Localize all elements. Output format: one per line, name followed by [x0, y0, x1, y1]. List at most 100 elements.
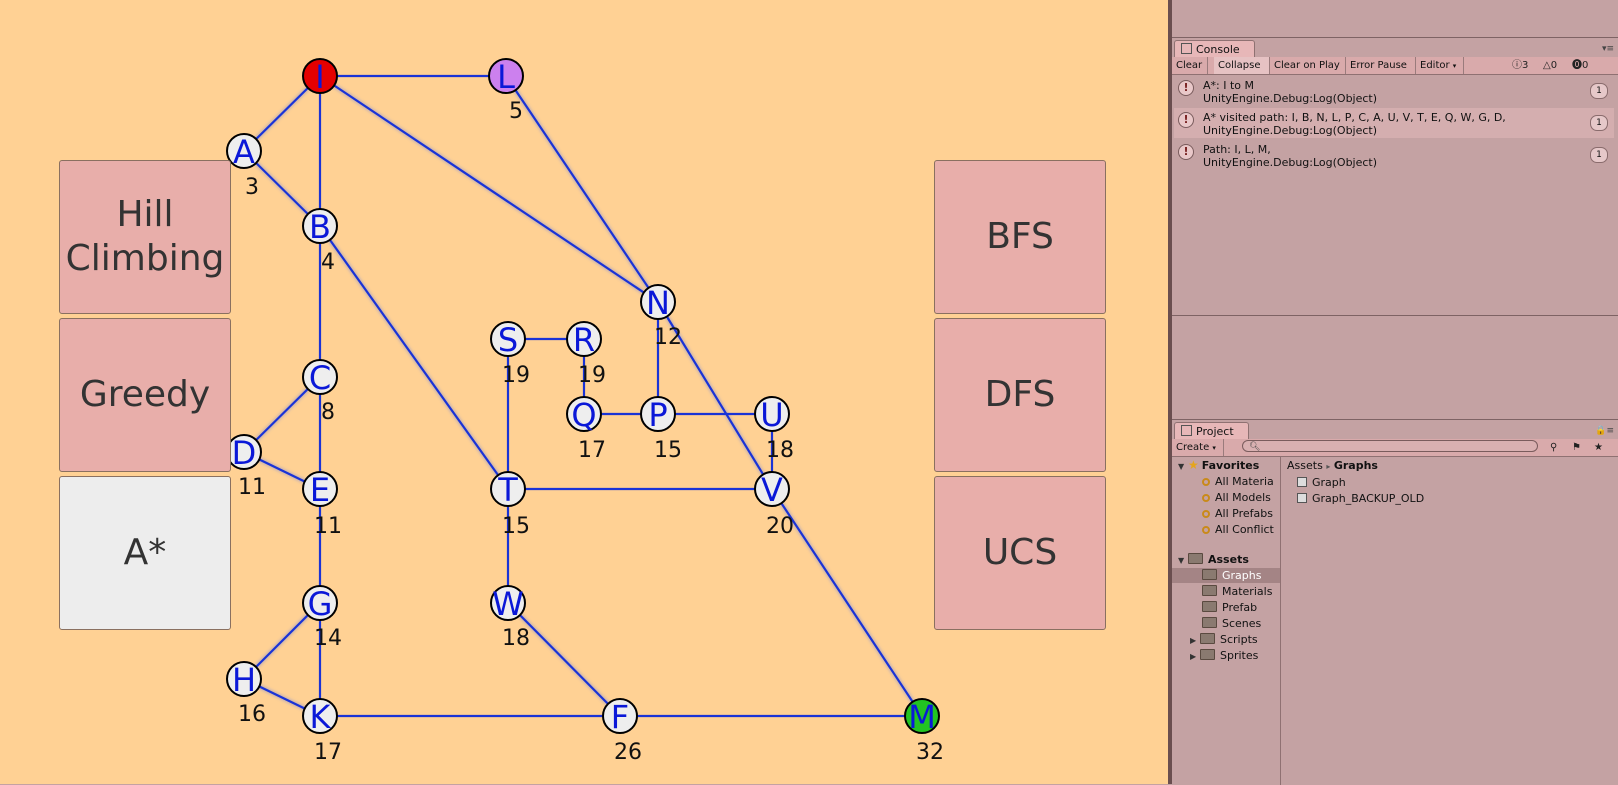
node-V[interactable]: V	[754, 471, 790, 507]
node-P[interactable]: P	[640, 396, 676, 432]
filter-label-icon[interactable]: ⚑	[1572, 442, 1581, 453]
warning-count-toggle[interactable]: △0	[1543, 57, 1557, 74]
node-cost-T: 15	[502, 514, 530, 539]
console-panel: Console ▾≡ Clear Collapse Clear on Play …	[1172, 37, 1618, 315]
console-tab-label: Console	[1196, 43, 1240, 56]
node-D[interactable]: D	[226, 434, 262, 470]
node-label: K	[309, 697, 331, 736]
create-label: Create	[1176, 442, 1210, 453]
node-cost-K: 17	[314, 740, 342, 765]
ucs-button[interactable]: UCS	[934, 476, 1106, 630]
error-count-toggle[interactable]: ⓿0	[1572, 57, 1588, 74]
scene-file-icon	[1297, 477, 1307, 487]
node-T[interactable]: T	[490, 471, 526, 507]
node-B[interactable]: B	[302, 208, 338, 244]
node-S[interactable]: S	[490, 321, 526, 357]
asset-item[interactable]: Graph	[1297, 475, 1346, 490]
node-cost-C: 8	[321, 400, 335, 425]
node-Q[interactable]: Q	[566, 396, 602, 432]
collapse-arrow-icon: ▶	[1190, 636, 1197, 645]
clear-on-play-button[interactable]: Clear on Play	[1270, 57, 1346, 74]
node-label: T	[498, 470, 518, 509]
editor-divider[interactable]	[1168, 0, 1172, 784]
node-label: I	[315, 57, 325, 96]
node-H[interactable]: H	[226, 661, 262, 697]
tree-folder-sprites[interactable]: ▶Sprites	[1190, 648, 1258, 664]
search-filter-icon	[1202, 494, 1210, 502]
pane-menu-icon[interactable]: ▾≡	[1601, 44, 1614, 54]
node-N[interactable]: N	[640, 284, 676, 320]
scene-file-icon	[1297, 493, 1307, 503]
breadcrumb-root[interactable]: Assets	[1287, 459, 1323, 472]
node-label: W	[492, 584, 524, 623]
log-count-toggle[interactable]: ⓘ3	[1512, 57, 1528, 74]
bfs-button[interactable]: BFS	[934, 160, 1106, 314]
project-tree: ▼★Favorites All Materia All Models All P…	[1172, 457, 1281, 785]
node-G[interactable]: G	[302, 585, 338, 621]
lock-icon[interactable]: 🔒≡	[1595, 426, 1614, 436]
editor-dropdown[interactable]: Editor ▾	[1416, 57, 1464, 74]
tree-folder-prefab[interactable]: Prefab	[1202, 600, 1257, 615]
node-L[interactable]: L	[488, 58, 524, 94]
warning-icon: △	[1543, 60, 1551, 71]
log-icon: !	[1178, 112, 1194, 128]
node-cost-G: 14	[314, 626, 342, 651]
collapse-button[interactable]: Collapse	[1214, 57, 1270, 74]
breadcrumb-current[interactable]: Graphs	[1333, 459, 1378, 472]
search-input[interactable]: 🔍︎	[1242, 440, 1538, 452]
asset-item[interactable]: Graph_BACKUP_OLD	[1297, 491, 1424, 506]
greedy-button[interactable]: Greedy	[59, 318, 231, 472]
tree-favorite-item[interactable]: All Conflict	[1202, 522, 1274, 537]
tree-favorite-item[interactable]: All Models	[1202, 490, 1271, 505]
folder-icon	[1188, 553, 1203, 564]
console-row[interactable]: ! A* visited path: I, B, N, L, P, C, A, …	[1174, 108, 1614, 138]
tree-folder-scenes[interactable]: Scenes	[1202, 616, 1261, 631]
edge-L-N	[504, 74, 660, 304]
node-W[interactable]: W	[490, 585, 526, 621]
node-cost-W: 18	[502, 626, 530, 651]
clear-button[interactable]: Clear	[1172, 57, 1208, 74]
favorite-label: All Prefabs	[1215, 507, 1273, 520]
node-cost-M: 32	[916, 740, 944, 765]
node-cost-S: 19	[502, 363, 530, 388]
chevron-down-icon: ▾	[1212, 444, 1216, 452]
tree-favorites[interactable]: ▼★Favorites	[1178, 458, 1259, 474]
node-U[interactable]: U	[754, 396, 790, 432]
console-message: Path: I, L, M,	[1203, 143, 1271, 156]
folder-label: Graphs	[1222, 569, 1262, 582]
tree-favorite-item[interactable]: All Materia	[1202, 474, 1274, 489]
node-M[interactable]: M	[904, 698, 940, 734]
search-icon: 🔍︎	[1249, 442, 1261, 452]
dfs-button[interactable]: DFS	[934, 318, 1106, 472]
filter-type-icon[interactable]: ⚲	[1550, 442, 1558, 453]
astar-button[interactable]: A*	[59, 476, 231, 630]
node-label: Q	[571, 395, 597, 434]
favorite-label: All Conflict	[1215, 523, 1274, 536]
node-R[interactable]: R	[566, 321, 602, 357]
node-I[interactable]: I	[302, 58, 338, 94]
console-row[interactable]: ! Path: I, L, M,UnityEngine.Debug:Log(Ob…	[1174, 140, 1614, 170]
search-filter-icon	[1202, 478, 1210, 486]
error-pause-button[interactable]: Error Pause	[1346, 57, 1416, 74]
log-count: 3	[1522, 60, 1529, 71]
tree-favorite-item[interactable]: All Prefabs	[1202, 506, 1273, 521]
tree-folder-materials[interactable]: Materials	[1202, 584, 1272, 599]
tree-folder-scripts[interactable]: ▶ Scripts	[1190, 632, 1258, 648]
node-E[interactable]: E	[302, 471, 338, 507]
node-A[interactable]: A	[226, 133, 262, 169]
node-F[interactable]: F	[602, 698, 638, 734]
node-C[interactable]: C	[302, 359, 338, 395]
hill-climbing-button[interactable]: Hill Climbing	[59, 160, 231, 314]
tree-assets[interactable]: ▼Assets	[1178, 552, 1249, 568]
tab-console[interactable]: Console	[1174, 40, 1255, 58]
favorite-icon[interactable]: ★	[1594, 442, 1603, 453]
node-K[interactable]: K	[302, 698, 338, 734]
folder-label: Prefab	[1222, 601, 1258, 614]
folder-label: Scripts	[1220, 633, 1258, 646]
create-dropdown[interactable]: Create ▾	[1172, 439, 1224, 456]
tree-folder-graphs[interactable]: Graphs	[1172, 568, 1280, 583]
node-label: U	[760, 395, 784, 434]
tab-project[interactable]: Project	[1174, 422, 1249, 440]
editor-dropdown-label: Editor	[1420, 60, 1450, 71]
